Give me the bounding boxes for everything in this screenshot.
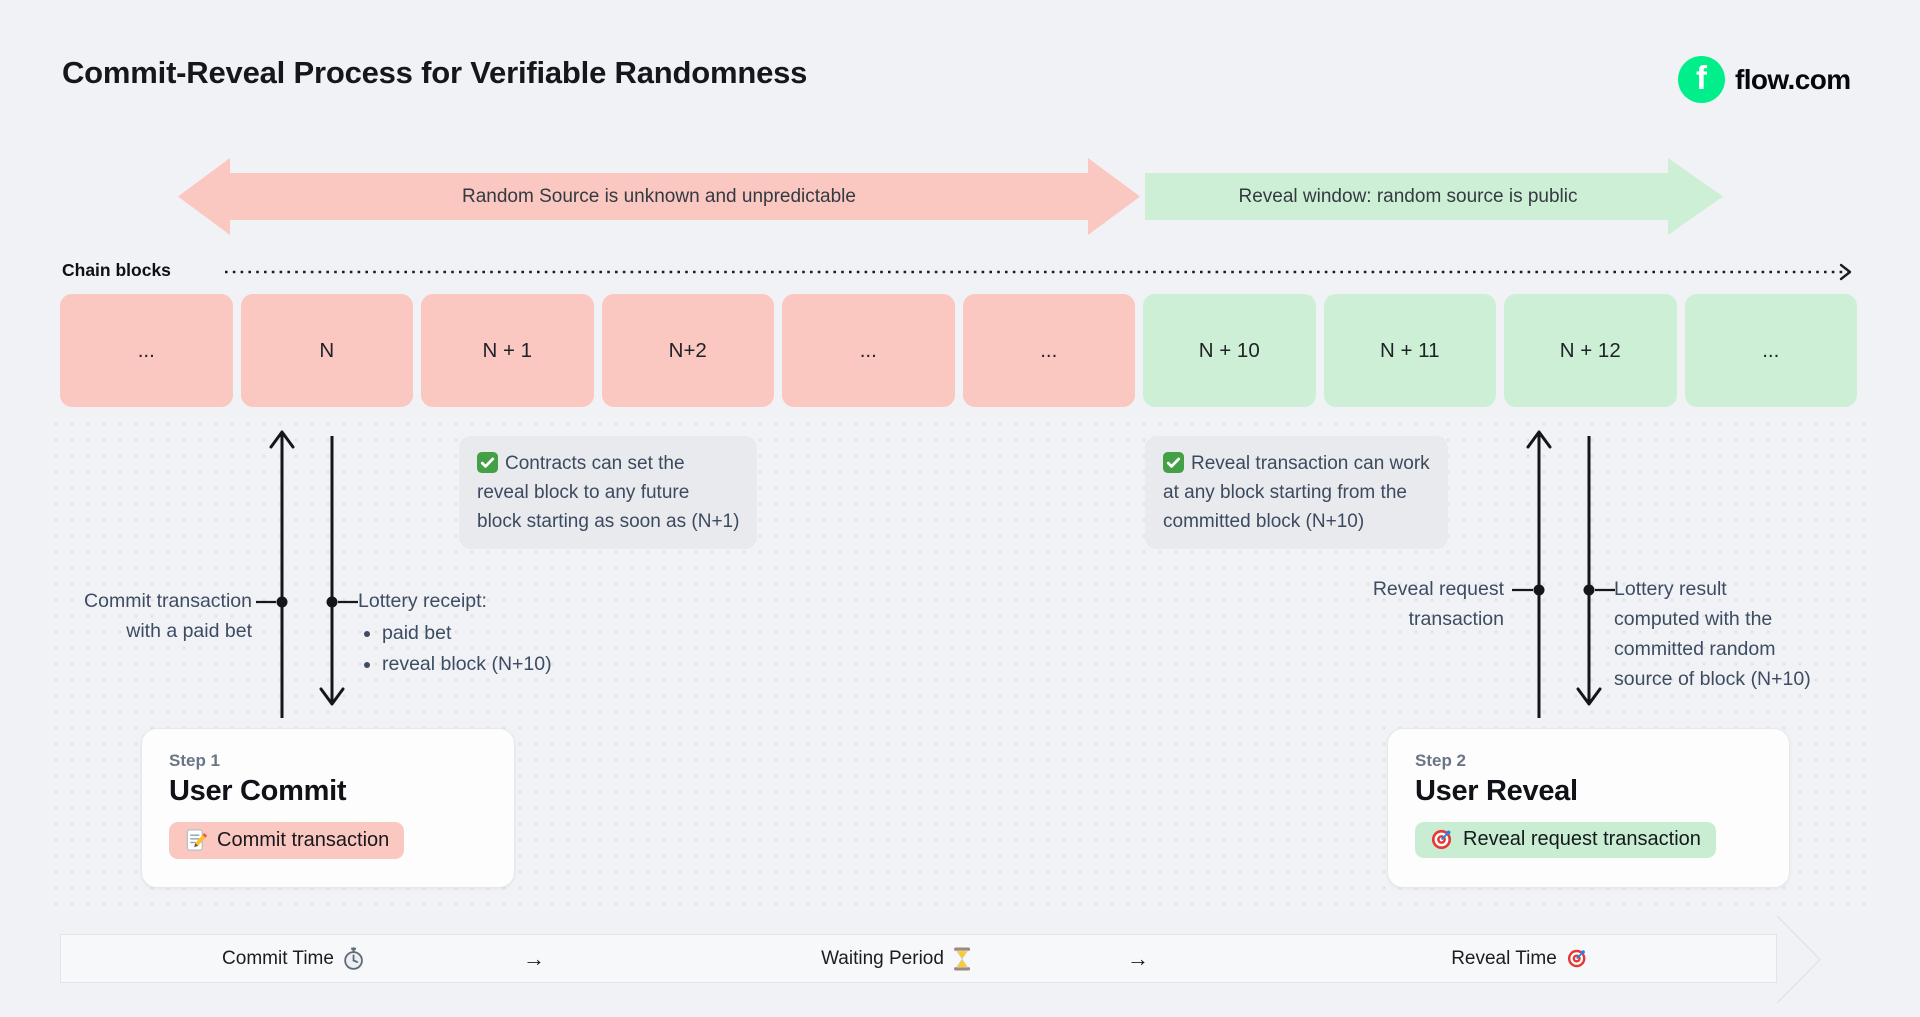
- step-title: User Reveal: [1415, 775, 1578, 807]
- reveal-phase-arrow: Reveal window: random source is public: [1145, 158, 1723, 235]
- receipt-bullet: reveal block (N+10): [382, 649, 552, 680]
- step-eyebrow: Step 1: [169, 751, 221, 770]
- note-line: committed block (N+10): [1163, 511, 1365, 532]
- chain-block: N + 10: [1143, 294, 1316, 407]
- lottery-receipt-label: Lottery receipt: paid bet reveal block (…: [358, 586, 552, 679]
- chain-block: ...: [962, 294, 1135, 407]
- target-icon: [1430, 828, 1453, 851]
- timeline-waiting-period: Waiting Period: [821, 935, 971, 982]
- step-title: User Commit: [169, 775, 347, 807]
- reveal-request-label: Reveal request transaction: [1372, 578, 1504, 630]
- chain-blocks-label: Chain blocks: [62, 260, 171, 280]
- timeline-reveal-time: Reveal Time: [1451, 935, 1587, 982]
- check-icon: [1163, 452, 1184, 473]
- chain-block: N + 12: [1504, 294, 1677, 407]
- reveal-request-pill: Reveal request transaction: [1415, 822, 1716, 858]
- chain-block: N + 11: [1323, 294, 1496, 407]
- timeline-arrow: →: [1127, 945, 1149, 971]
- timeline-arrow: →: [523, 945, 545, 971]
- timeline-end-chevron: [1776, 915, 1822, 1004]
- commit-note-box: Contracts can set the reveal block to an…: [459, 436, 758, 549]
- commit-phase-label: Random Source is unknown and unpredictab…: [462, 185, 856, 207]
- chain-block: ...: [782, 294, 955, 407]
- memo-icon: [184, 828, 207, 852]
- page-title: Commit-Reveal Process for Verifiable Ran…: [62, 55, 808, 90]
- chain-block: N: [240, 294, 413, 407]
- reveal-note-box: Reveal transaction can work at any block…: [1145, 436, 1448, 549]
- commit-transaction-arrows: [256, 430, 358, 718]
- stopwatch-icon: [343, 947, 364, 970]
- note-line: Reveal transaction can work: [1191, 453, 1430, 474]
- check-icon: [477, 452, 498, 473]
- chain-block: N+2: [601, 294, 774, 407]
- pill-label: Reveal request transaction: [1463, 828, 1701, 850]
- lottery-receipt-title: Lottery receipt:: [358, 590, 487, 612]
- timeline-bar: Commit Time → Waiting Period: [60, 934, 1777, 983]
- pill-label: Commit transaction: [217, 828, 390, 851]
- target-icon: [1566, 948, 1587, 969]
- step-eyebrow: Step 2: [1415, 751, 1467, 770]
- note-line: block starting as soon as (N+1): [477, 511, 740, 532]
- reveal-phase-label: Reveal window: random source is public: [1238, 185, 1578, 207]
- step-2-card: Step 2 User Reveal Reveal request transa…: [1387, 728, 1790, 888]
- note-line: reveal block to any future: [477, 482, 690, 503]
- chain-block: N + 1: [421, 294, 594, 407]
- flow-brand-link[interactable]: f flow.com: [1678, 56, 1851, 103]
- reveal-transaction-arrows: [1512, 430, 1615, 718]
- chain-timeline-dotted-arrow: [225, 263, 1852, 281]
- step-1-card: Step 1 User Commit Commit transaction: [141, 728, 515, 888]
- timeline-commit-time: Commit Time: [222, 935, 364, 982]
- chain-blocks-row: ... N N + 1 N+2 ... ... N + 10 N + 11 N …: [60, 294, 1857, 407]
- note-line: at any block starting from the: [1163, 482, 1407, 503]
- commit-transaction-pill: Commit transaction: [169, 822, 405, 859]
- lottery-result-label: Lottery result computed with the committ…: [1614, 578, 1811, 690]
- commit-transaction-label: Commit transaction with a paid bet: [84, 590, 252, 642]
- chain-block: ...: [60, 294, 233, 407]
- hourglass-icon: [953, 947, 971, 971]
- chain-block: ...: [1684, 294, 1857, 407]
- flow-logo-icon: f: [1678, 56, 1725, 103]
- note-line: Contracts can set the: [505, 453, 685, 474]
- brand-name: flow.com: [1735, 63, 1851, 95]
- receipt-bullet: paid bet: [382, 618, 552, 649]
- commit-phase-arrow: Random Source is unknown and unpredictab…: [178, 158, 1140, 235]
